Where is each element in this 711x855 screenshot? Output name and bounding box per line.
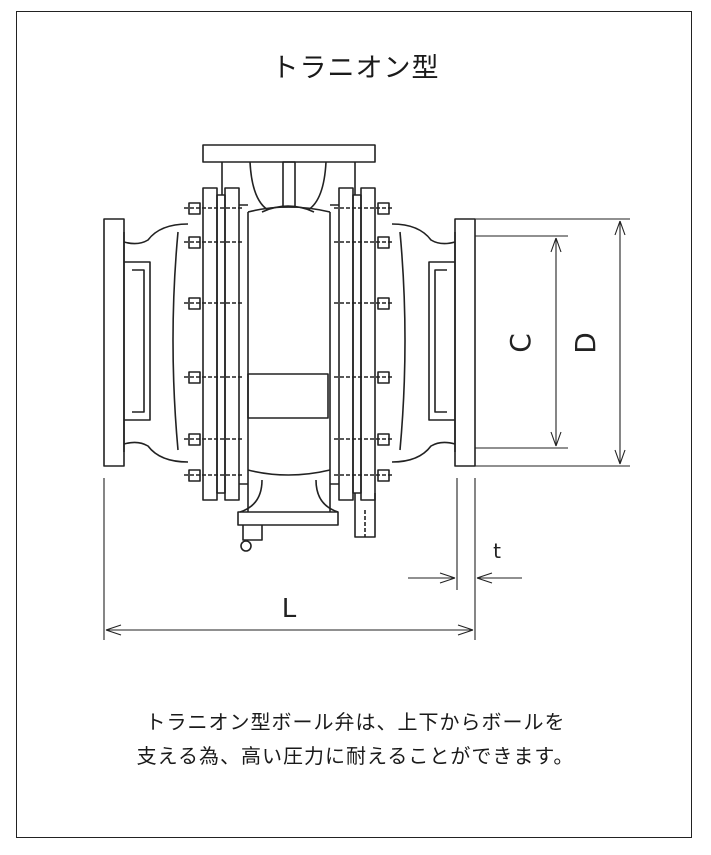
bolt — [334, 297, 394, 310]
right-end-flange — [391, 218, 476, 467]
bolt — [184, 469, 244, 482]
top-mounting-pad — [202, 144, 376, 213]
dim-label-c: C — [504, 333, 537, 353]
bolt — [184, 236, 244, 249]
dimension-lines — [103, 218, 630, 640]
right-body-flange — [330, 187, 376, 501]
bolt — [184, 433, 244, 446]
bolt — [184, 371, 244, 384]
right-flange-bolts — [334, 202, 394, 482]
figure-title: トラニオン型 — [271, 53, 440, 84]
bolt — [334, 469, 394, 482]
bolt — [334, 202, 394, 215]
caption-line-1: トラニオン型ボール弁は、上下からボールを — [145, 710, 566, 734]
dim-label-l: L — [282, 594, 297, 624]
bolt — [334, 433, 394, 446]
figure-frame — [16, 11, 692, 838]
dim-label-d: D — [569, 332, 602, 354]
left-body-flange — [202, 187, 248, 501]
left-end-flange — [103, 218, 189, 467]
caption-line-2: 支える為、高い圧力に耐えることができます。 — [136, 744, 575, 768]
bolt — [184, 202, 244, 215]
dim-label-t: t — [493, 539, 501, 563]
bottom-trunnion — [237, 470, 376, 552]
bolt — [334, 236, 394, 249]
bolt — [334, 371, 394, 384]
ball-body — [172, 206, 406, 476]
left-flange-bolts — [184, 202, 244, 482]
bolt — [184, 297, 244, 310]
